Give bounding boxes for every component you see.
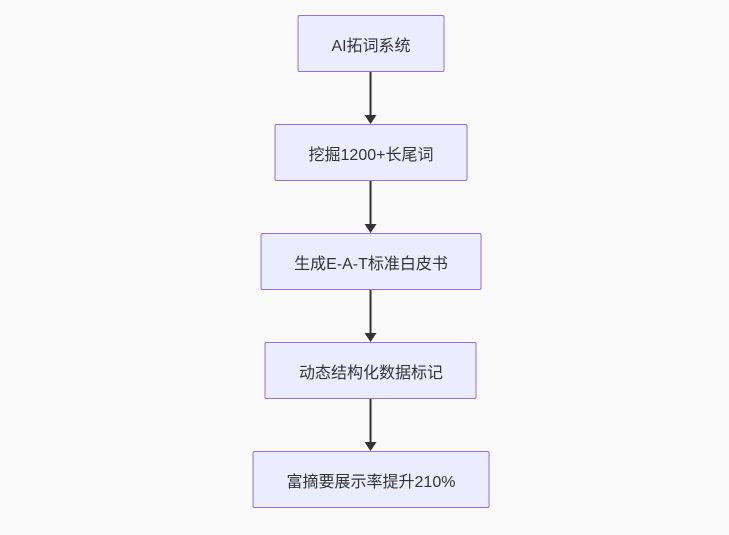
node-ai-keyword-expansion-system: AI拓词系统 bbox=[297, 15, 445, 72]
arrow-line bbox=[370, 399, 372, 442]
node-dynamic-structured-data-markup: 动态结构化数据标记 bbox=[264, 342, 477, 399]
arrow-line bbox=[370, 290, 372, 333]
flow-arrow-4 bbox=[365, 399, 377, 451]
arrow-line bbox=[370, 181, 372, 224]
arrow-down-icon bbox=[365, 442, 377, 451]
node-label: 富摘要展示率提升210% bbox=[286, 473, 456, 491]
node-rich-snippet-rate-increase: 富摘要展示率提升210% bbox=[252, 451, 490, 508]
arrow-down-icon bbox=[365, 115, 377, 124]
node-label: AI拓词系统 bbox=[331, 37, 411, 55]
node-label: 生成E-A-T标准白皮书 bbox=[294, 255, 448, 273]
node-label: 动态结构化数据标记 bbox=[298, 364, 443, 382]
flow-arrow-1 bbox=[365, 72, 377, 124]
node-mine-longtail-keywords: 挖掘1200+长尾词 bbox=[274, 124, 468, 181]
flow-arrow-3 bbox=[365, 290, 377, 342]
arrow-down-icon bbox=[365, 333, 377, 342]
flowchart: AI拓词系统 挖掘1200+长尾词 生成E-A-T标准白皮书 动态结构化数据标记 bbox=[252, 15, 490, 508]
arrow-line bbox=[370, 72, 372, 115]
node-generate-eat-whitepaper: 生成E-A-T标准白皮书 bbox=[260, 233, 482, 290]
arrow-down-icon bbox=[365, 224, 377, 233]
node-label: 挖掘1200+长尾词 bbox=[308, 146, 434, 164]
flow-arrow-2 bbox=[365, 181, 377, 233]
